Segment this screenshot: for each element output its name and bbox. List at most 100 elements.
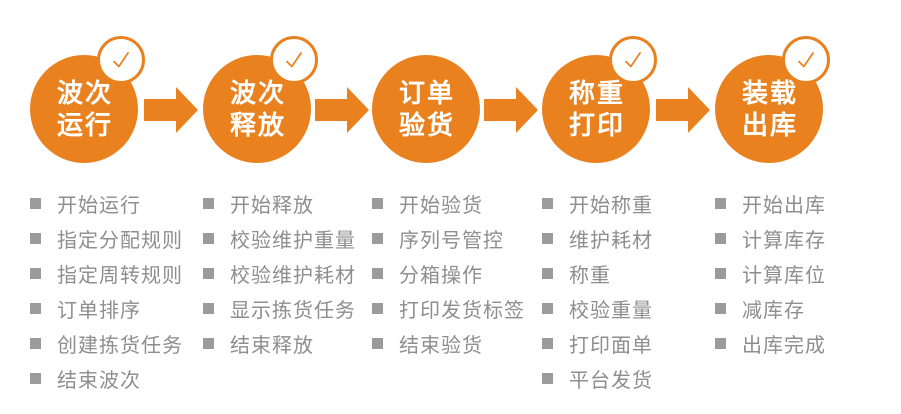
stage-circle: 波次 释放 [203, 36, 318, 163]
process-stage: 波次 运行 开始运行 指定分配规则 指定周转规则 订单排序 创建拣货任务 结束波 [30, 0, 202, 414]
square-bullet-icon [372, 338, 383, 349]
step-item: 分箱操作 [372, 256, 525, 291]
step-label: 订单排序 [57, 300, 141, 322]
completed-badge [609, 36, 657, 84]
step-label: 指定周转规则 [57, 265, 183, 287]
square-bullet-icon [715, 303, 726, 314]
step-item: 开始验货 [372, 186, 525, 221]
step-label: 称重 [569, 265, 611, 287]
square-bullet-icon [372, 198, 383, 209]
step-label: 开始释放 [230, 195, 314, 217]
step-label: 指定分配规则 [57, 230, 183, 252]
checkmark-icon [113, 52, 129, 68]
stage-title: 波次 释放 [203, 55, 311, 163]
stage-circle: 称重 打印 [542, 36, 657, 163]
step-label: 开始运行 [57, 195, 141, 217]
stage-step-list: 开始称重 维护耗材 称重 校验重量 打印面单 平台发货 [542, 186, 653, 396]
step-label: 减库存 [742, 300, 805, 322]
checkmark-icon [798, 52, 814, 68]
process-stage: 波次 释放 开始释放 校验维护重量 校验维护耗材 显示拣货任务 结束释放 [203, 0, 375, 414]
step-item: 称重 [542, 256, 653, 291]
stage-title-line1: 称重 [568, 78, 625, 108]
stage-circle: 波次 运行 [30, 36, 145, 163]
step-label: 计算库存 [742, 230, 826, 252]
step-label: 开始出库 [742, 195, 826, 217]
step-label: 平台发货 [569, 370, 653, 392]
square-bullet-icon [30, 373, 41, 384]
step-item: 结束波次 [30, 361, 183, 396]
square-bullet-icon [372, 268, 383, 279]
stage-title-line1: 波次 [56, 78, 113, 108]
stage-circle: 装载 出库 [715, 36, 830, 163]
step-item: 校验维护耗材 [203, 256, 356, 291]
block-arrow-right-icon [656, 87, 710, 133]
step-item: 结束释放 [203, 326, 356, 361]
block-arrow-right-icon [484, 87, 538, 133]
step-item: 订单排序 [30, 291, 183, 326]
square-bullet-icon [203, 198, 214, 209]
step-label: 结束波次 [57, 370, 141, 392]
square-bullet-icon [715, 338, 726, 349]
step-label: 维护耗材 [569, 230, 653, 252]
stage-title-line2: 运行 [56, 110, 113, 140]
stage-circle: 订单 验货 [372, 55, 480, 163]
step-item: 开始称重 [542, 186, 653, 221]
step-label: 出库完成 [742, 335, 826, 357]
square-bullet-icon [715, 198, 726, 209]
process-stage: 订单 验货 开始验货 序列号管控 分箱操作 打印发货标签 结束验货 [372, 0, 544, 414]
square-bullet-icon [203, 233, 214, 244]
stage-title-line2: 验货 [398, 110, 455, 140]
stage-step-list: 开始出库 计算库存 计算库位 减库存 出库完成 [715, 186, 826, 361]
stage-step-list: 开始验货 序列号管控 分箱操作 打印发货标签 结束验货 [372, 186, 525, 361]
stage-title: 装载 出库 [715, 55, 823, 163]
stage-title: 订单 验货 [372, 55, 480, 163]
step-item: 开始运行 [30, 186, 183, 221]
step-item: 开始出库 [715, 186, 826, 221]
square-bullet-icon [542, 373, 553, 384]
step-item: 打印发货标签 [372, 291, 525, 326]
process-stage: 称重 打印 开始称重 维护耗材 称重 校验重量 打印面单 平台发货 [542, 0, 714, 414]
step-label: 打印面单 [569, 335, 653, 357]
step-label: 显示拣货任务 [230, 300, 356, 322]
stage-title-line2: 打印 [568, 110, 625, 140]
square-bullet-icon [372, 303, 383, 314]
stage-step-list: 开始运行 指定分配规则 指定周转规则 订单排序 创建拣货任务 结束波次 [30, 186, 183, 396]
step-item: 创建拣货任务 [30, 326, 183, 361]
square-bullet-icon [30, 303, 41, 314]
square-bullet-icon [542, 198, 553, 209]
completed-badge [782, 36, 830, 84]
square-bullet-icon [203, 338, 214, 349]
completed-badge [270, 36, 318, 84]
step-item: 打印面单 [542, 326, 653, 361]
step-label: 校验重量 [569, 300, 653, 322]
stage-title: 称重 打印 [542, 55, 650, 163]
completed-badge [97, 36, 145, 84]
step-item: 平台发货 [542, 361, 653, 396]
step-item: 序列号管控 [372, 221, 525, 256]
step-item: 校验重量 [542, 291, 653, 326]
step-label: 开始称重 [569, 195, 653, 217]
checkmark-icon [625, 52, 641, 68]
step-item: 校验维护重量 [203, 221, 356, 256]
step-label: 结束验货 [399, 335, 483, 357]
square-bullet-icon [542, 338, 553, 349]
square-bullet-icon [715, 268, 726, 279]
step-item: 指定周转规则 [30, 256, 183, 291]
step-item: 减库存 [715, 291, 826, 326]
block-arrow-right-icon [144, 87, 198, 133]
square-bullet-icon [30, 198, 41, 209]
step-item: 指定分配规则 [30, 221, 183, 256]
step-label: 打印发货标签 [399, 300, 525, 322]
square-bullet-icon [542, 268, 553, 279]
step-label: 结束释放 [230, 335, 314, 357]
stage-title-line1: 波次 [229, 78, 286, 108]
square-bullet-icon [203, 268, 214, 279]
stage-title-line1: 装载 [741, 78, 798, 108]
stage-title-line2: 出库 [741, 110, 798, 140]
stage-title-line2: 释放 [229, 110, 286, 140]
square-bullet-icon [542, 303, 553, 314]
stage-title-line1: 订单 [398, 78, 455, 108]
step-item: 计算库存 [715, 221, 826, 256]
stage-title: 波次 运行 [30, 55, 138, 163]
